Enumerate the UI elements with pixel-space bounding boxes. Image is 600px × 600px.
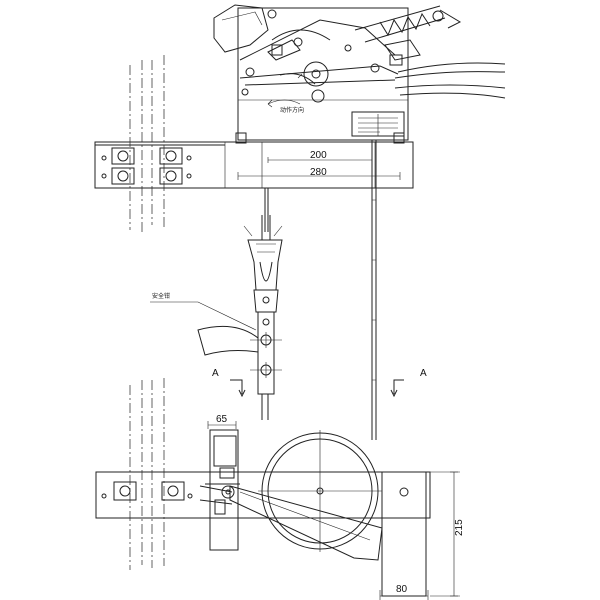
speed-governor: 动作方向 (213, 4, 462, 141)
rope-label: 安全钳 (152, 292, 170, 300)
section-mark-left: A (212, 368, 219, 379)
tension-arm (199, 485, 383, 561)
dim-280: 280 (310, 167, 327, 178)
rope-callout: 安全钳 (150, 292, 259, 356)
rope-termination (243, 215, 283, 420)
bottom-dimensions: 65 215 80 (207, 414, 465, 600)
bottom-beam (95, 471, 431, 597)
left-guide-rails (129, 55, 165, 570)
direction-label: 动作方向 (280, 106, 304, 114)
tension-switch (205, 429, 240, 551)
rope-vertical (264, 140, 377, 440)
section-marks: A A (212, 368, 427, 398)
dim-215: 215 (454, 519, 465, 536)
dim-80: 80 (396, 584, 408, 595)
governor-ropes (394, 62, 506, 99)
tension-pulley (258, 430, 382, 552)
section-mark-right: A (420, 368, 427, 379)
top-mounting-beam (94, 132, 414, 189)
dim-65: 65 (216, 414, 228, 425)
dim-200: 200 (310, 150, 327, 161)
